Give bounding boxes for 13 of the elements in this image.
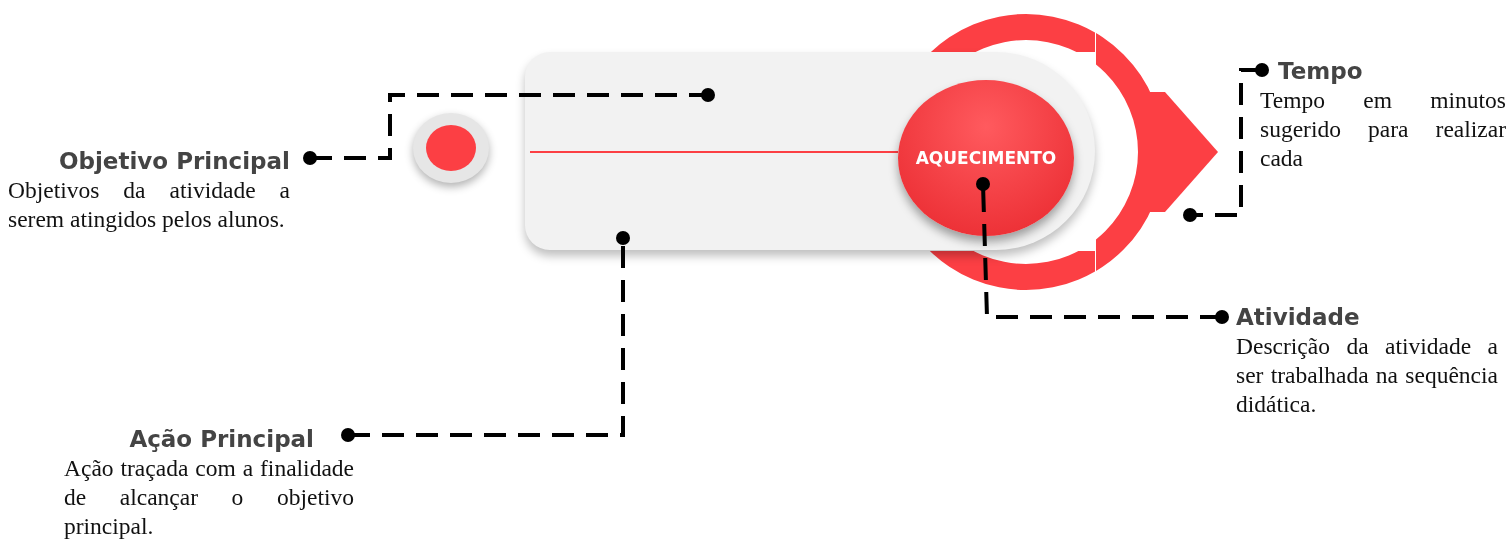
callout-description: Descrição da atividade a ser trabalhada na sequência didática. xyxy=(1236,332,1498,419)
leader-line xyxy=(1183,63,1269,222)
leader-line xyxy=(976,177,1229,324)
stage-label: AQUECIMENTO xyxy=(915,148,1057,168)
leader-line xyxy=(341,231,630,442)
callout-heading: Tempo xyxy=(1277,57,1364,86)
callout-heading: Atividade xyxy=(1236,303,1361,332)
leader-line xyxy=(303,88,715,165)
callout-description: Tempo em minutos sugerido para realizar cada xyxy=(1260,86,1506,173)
callout-heading: Objetivo Principal xyxy=(57,147,290,176)
callout-description: Ação traçada com a finalidade de alcançar o objetivo principal. xyxy=(64,454,354,541)
callout-heading: Ação Principal xyxy=(128,425,315,454)
callout-description: Objetivos da atividade a serem atingidos pelos alunos. xyxy=(8,176,290,234)
